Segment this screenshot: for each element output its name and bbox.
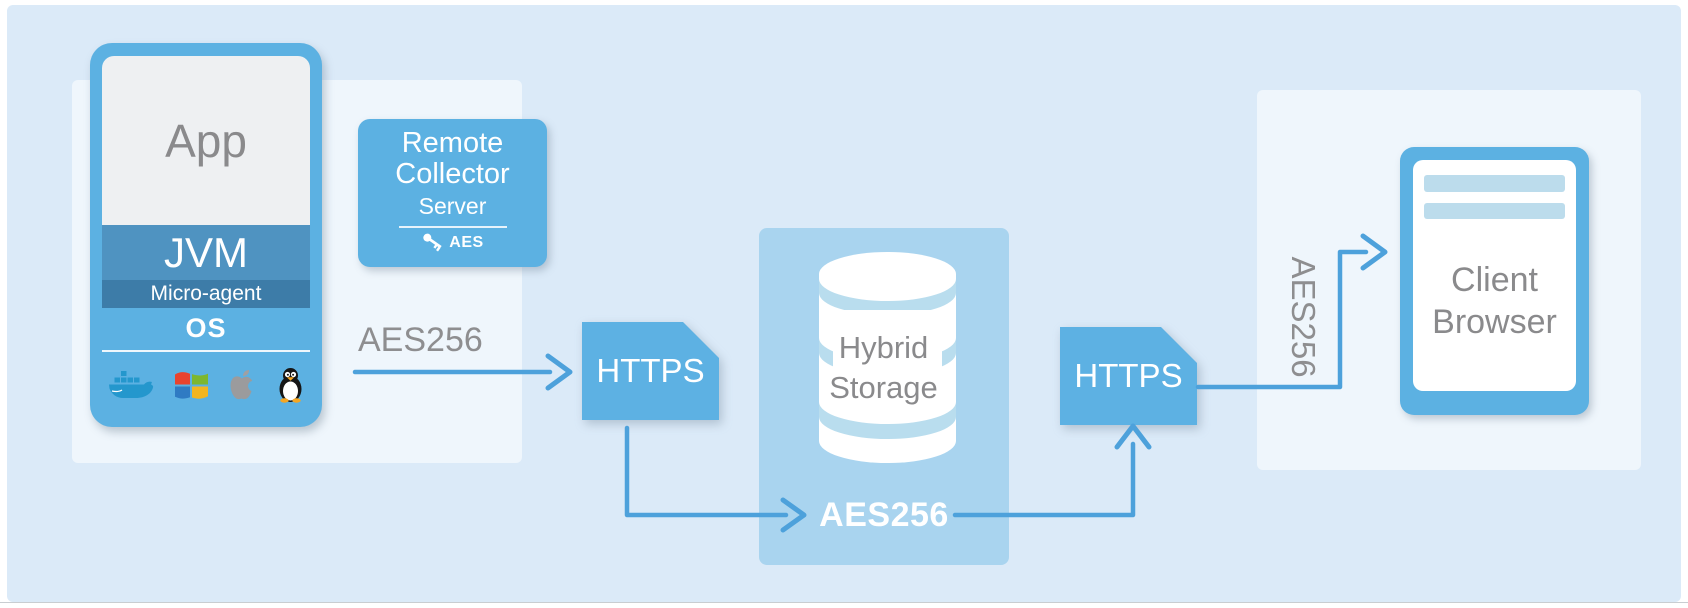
os-label: OS xyxy=(185,312,227,343)
client-browser-box: Client Browser xyxy=(1400,147,1589,415)
hybrid-storage-label: Hybrid Storage xyxy=(829,330,938,405)
os-layer: OS xyxy=(102,308,310,348)
linux-icon xyxy=(277,367,304,403)
aes-key-label: AES xyxy=(449,234,484,251)
https-left-label: HTTPS xyxy=(596,352,705,389)
aes256-agent-link-label: AES256 xyxy=(358,321,483,359)
jvm-layer: JVM xyxy=(102,225,310,280)
hybrid-storage-panel: Hybrid Storage AES256 xyxy=(759,228,1009,565)
key-icon xyxy=(418,230,446,257)
app-label: App xyxy=(165,114,247,167)
remote-collector-subtitle: Server xyxy=(418,193,487,219)
os-divider-line xyxy=(102,350,310,352)
browser-screen: Client Browser xyxy=(1413,160,1576,391)
platform-icons-row xyxy=(102,361,310,409)
https-node-left: HTTPS xyxy=(582,322,719,420)
apple-icon xyxy=(228,368,256,402)
app-layer: App xyxy=(102,56,310,225)
client-browser-label: Client Browser xyxy=(1432,261,1557,341)
browser-toolbar-bar xyxy=(1424,175,1565,192)
database-cylinder-icon xyxy=(819,252,956,463)
remote-collector-title: Remote Collector xyxy=(395,127,510,190)
app-stack-card: App JVM Micro-agent OS xyxy=(90,43,322,427)
jvm-label: JVM xyxy=(164,228,248,276)
aes256-storage-label: AES256 xyxy=(819,496,949,534)
docker-icon xyxy=(108,368,154,402)
windows-icon xyxy=(174,370,208,401)
remote-collector-box: Remote Collector Server AES xyxy=(358,119,547,267)
micro-agent-layer: Micro-agent xyxy=(102,280,310,308)
collector-divider-line xyxy=(398,226,507,228)
window-edge-line xyxy=(0,602,1688,603)
https-node-right: HTTPS xyxy=(1060,327,1197,425)
https-right-label: HTTPS xyxy=(1074,357,1183,394)
browser-toolbar-bar xyxy=(1424,203,1565,219)
aes-key-row: AES xyxy=(421,233,484,252)
aes256-browser-link-label: AES256 xyxy=(1285,256,1322,378)
micro-agent-label: Micro-agent xyxy=(150,282,262,305)
